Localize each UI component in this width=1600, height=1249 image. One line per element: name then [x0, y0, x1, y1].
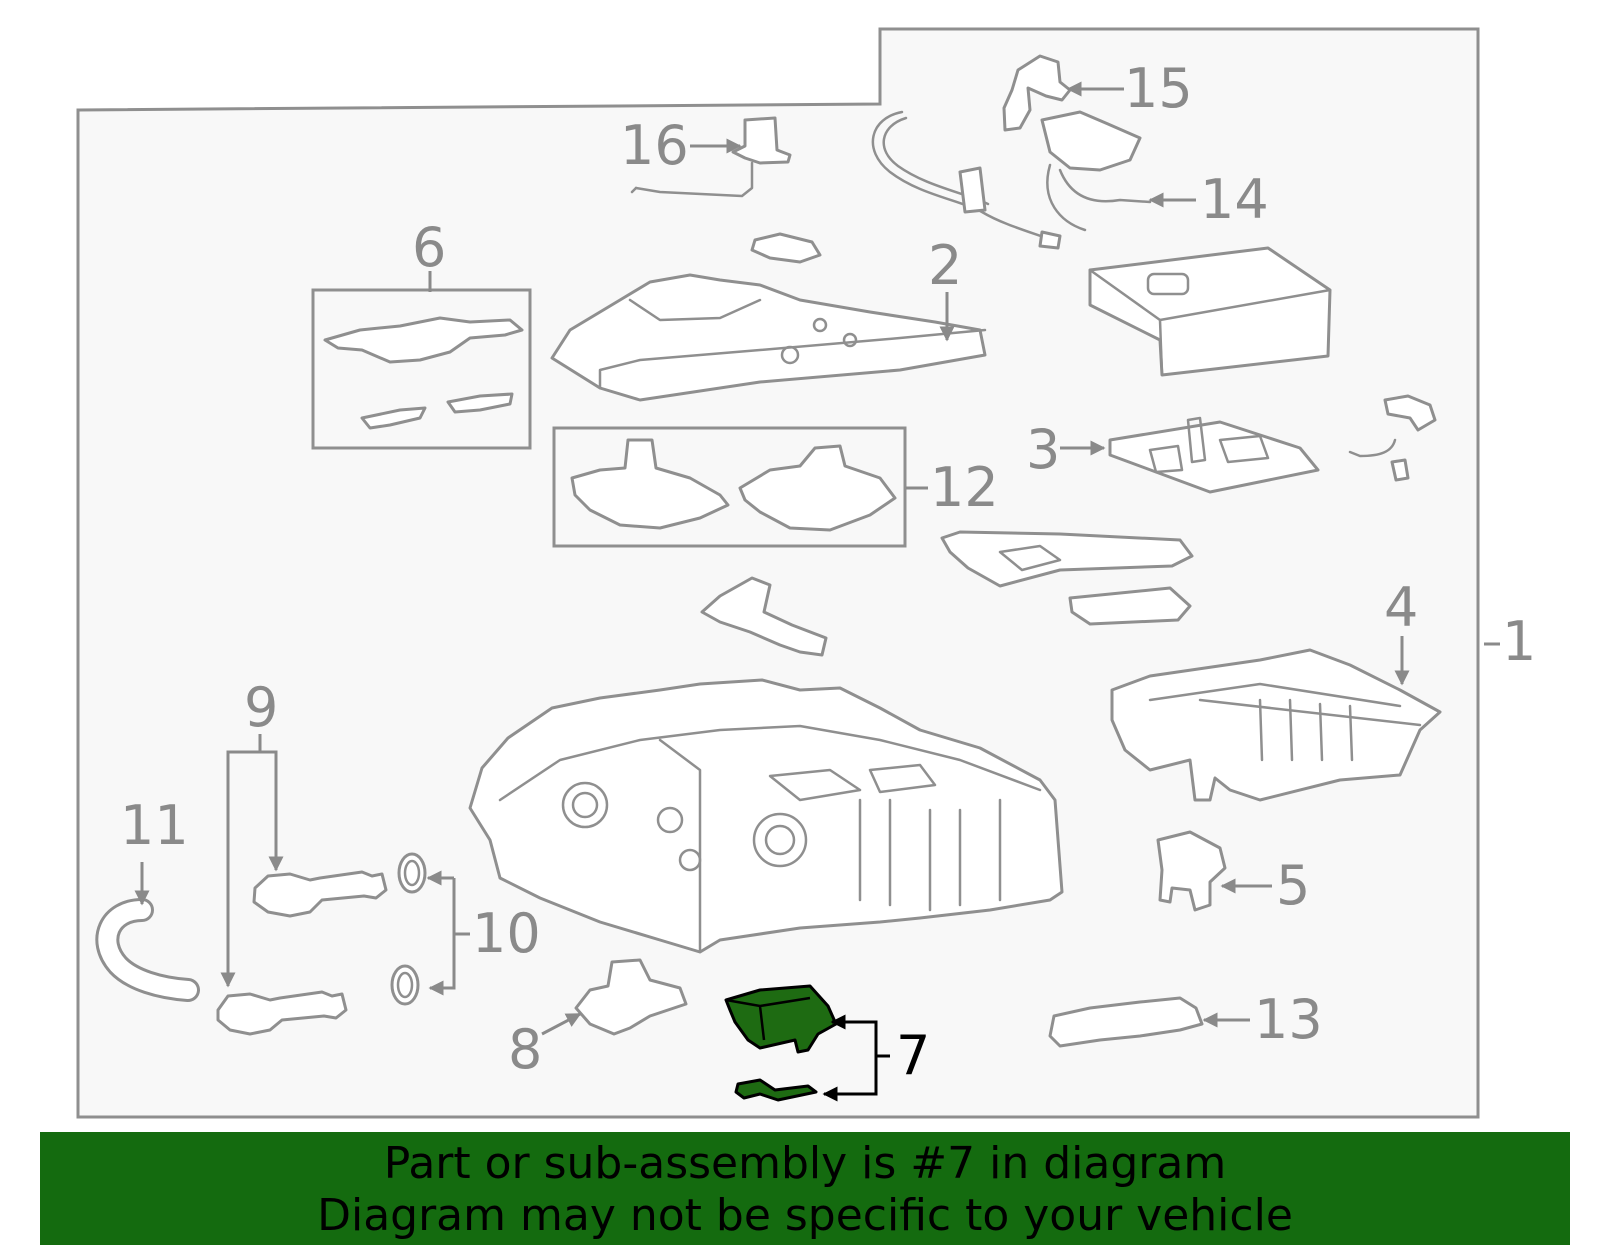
- part-6-group[interactable]: [311, 288, 532, 450]
- callout-15: 15: [1124, 57, 1193, 120]
- callout-14: 14: [1200, 168, 1269, 231]
- callout-13: 13: [1254, 988, 1323, 1051]
- gasket-plate: [750, 232, 822, 264]
- part-11-hose-inner: [98, 901, 197, 999]
- part-4-power-module[interactable]: [1110, 648, 1442, 802]
- part-14-harness[interactable]: [871, 110, 1152, 250]
- callout-6: 6: [412, 216, 446, 279]
- callout-11: 11: [120, 794, 189, 857]
- callout-8: 8: [508, 1018, 542, 1081]
- part-15-harness[interactable]: [1002, 54, 1072, 132]
- callout-3: 3: [1026, 418, 1060, 481]
- part-1-inverter-housing[interactable]: [468, 678, 1064, 954]
- banner-line-2: Diagram may not be specific to your vehi…: [317, 1190, 1293, 1241]
- callout-4: 4: [1384, 576, 1418, 639]
- connector-clip: [1348, 394, 1437, 482]
- callout-16: 16: [620, 114, 689, 177]
- callout-1: 1: [1502, 610, 1536, 673]
- inverter-cover: [1088, 246, 1332, 377]
- callout-10: 10: [472, 902, 541, 965]
- callout-5: 5: [1276, 854, 1310, 917]
- part-5-connector[interactable]: [1156, 830, 1227, 912]
- callout-12: 12: [930, 456, 999, 519]
- part-2-upper-case[interactable]: [550, 273, 987, 402]
- banner-line-1: Part or sub-assembly is #7 in diagram: [383, 1138, 1227, 1189]
- part-9-fittings[interactable]: [216, 870, 388, 1036]
- leader-lines: [134, 81, 1500, 1102]
- part-3-circuit-board[interactable]: [1108, 416, 1320, 494]
- part-7-highlighted[interactable]: [724, 984, 838, 1102]
- callout-2: 2: [928, 234, 962, 297]
- part-12-group[interactable]: [552, 426, 907, 548]
- bracket: [700, 576, 828, 657]
- part-10-o-rings[interactable]: [390, 852, 427, 1006]
- part-16-sensor[interactable]: [630, 116, 792, 198]
- part-13-sensor-strip[interactable]: [1048, 996, 1204, 1048]
- part-8-bracket[interactable]: [574, 958, 688, 1036]
- gasket-frame: [940, 530, 1194, 626]
- callout-9: 9: [244, 676, 278, 739]
- callout-7: 7: [896, 1024, 930, 1087]
- info-banner: Part or sub-assembly is #7 in diagram Di…: [40, 1132, 1570, 1245]
- callout-labels: 15 16 14 2 6 3 12 4 1 5 13 8 11 9 10 7: [120, 57, 1536, 1087]
